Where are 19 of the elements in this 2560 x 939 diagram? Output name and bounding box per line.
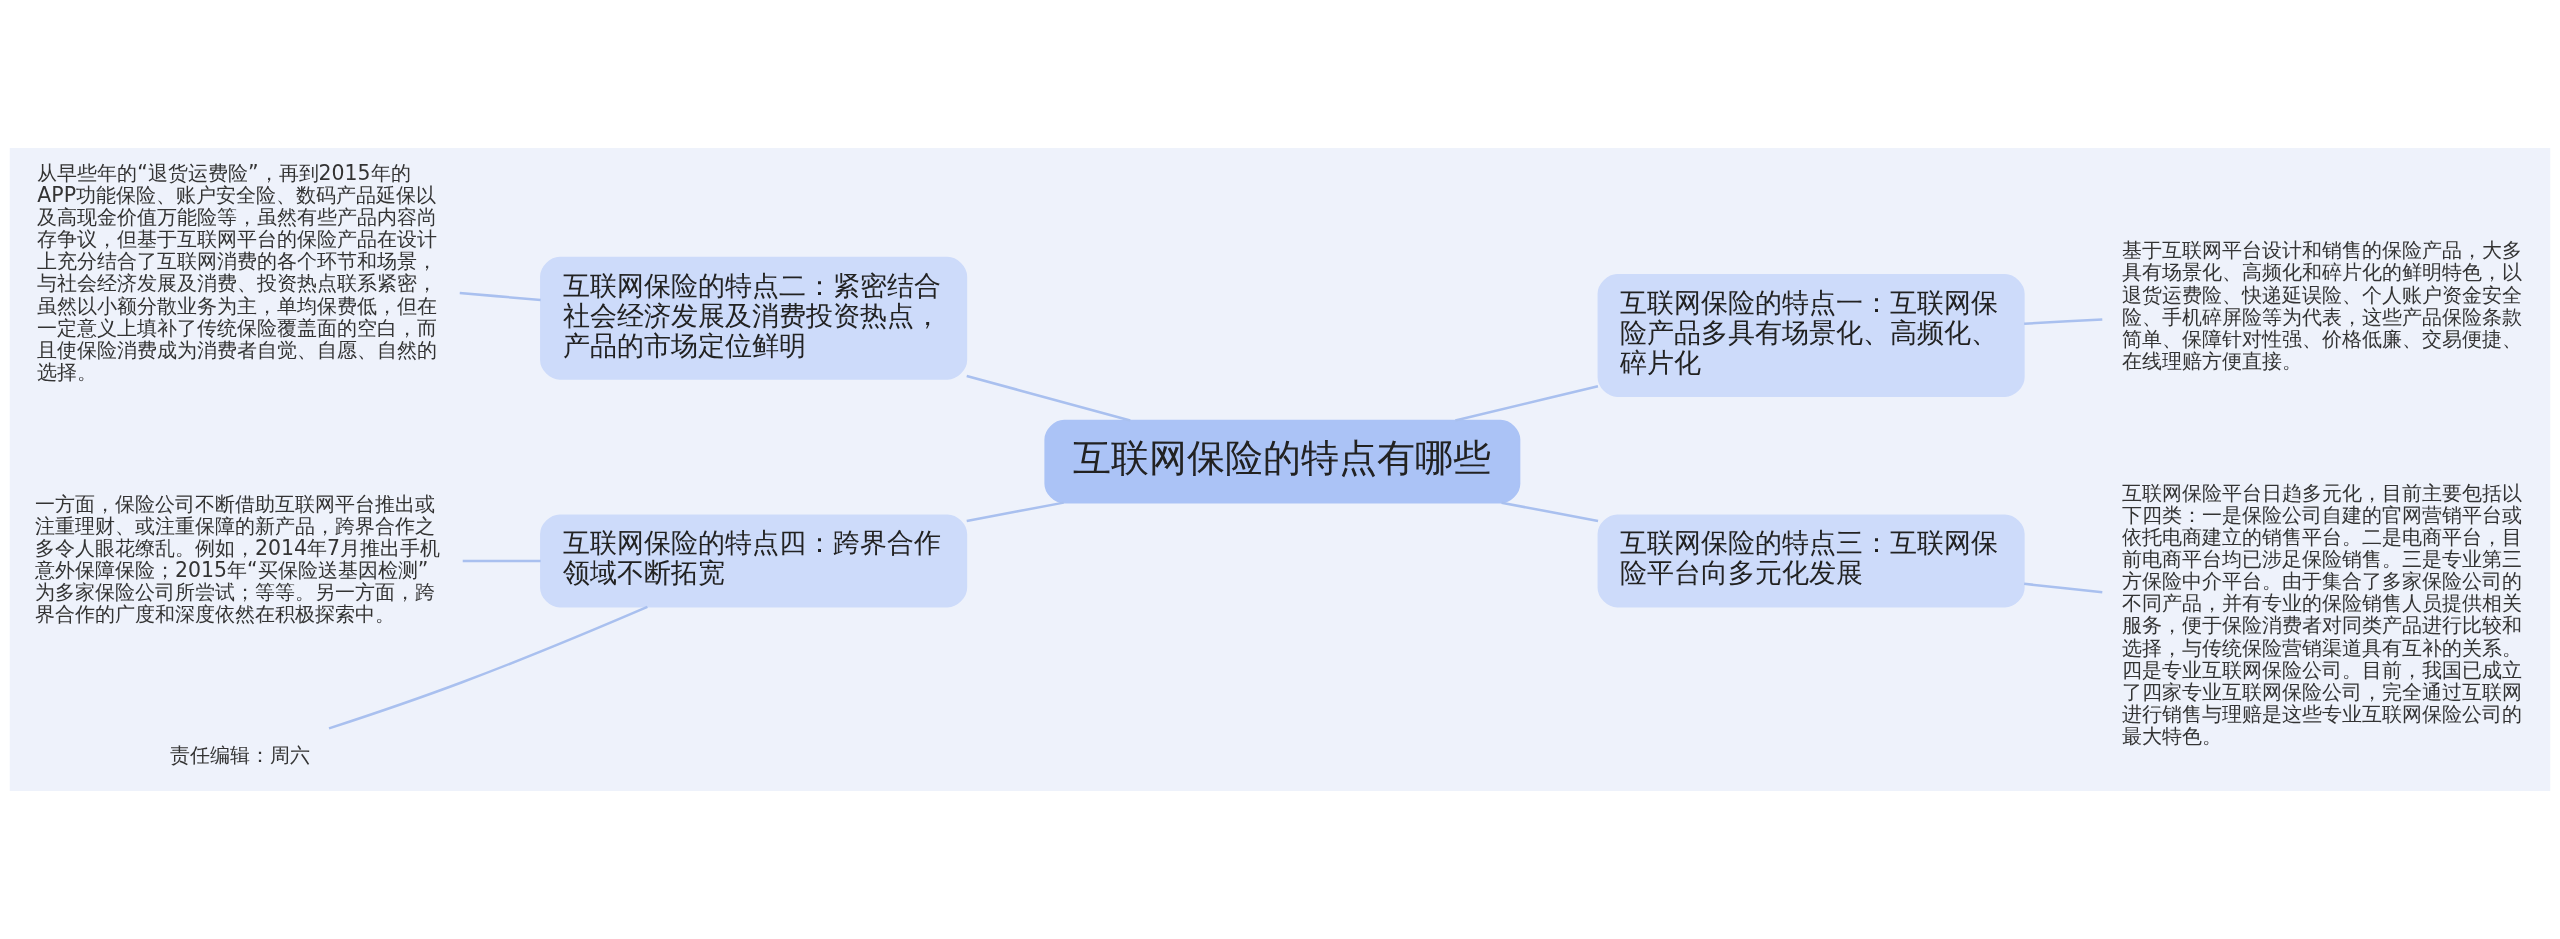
node-text: 一方面，保险公司不断借助互联网平台推出或注重理财、或注重保障的新产品，跨界合作之多令人眼花缭乱。例如，2014年7月推出手机意外保障保险；2015年“买保险送基因检测”为多家保险公司所尝试；等等。另一方面，跨界合作的广度和深度依然在积极探索中。 bbox=[34, 492, 441, 627]
connector bbox=[1455, 385, 1599, 422]
connector bbox=[462, 559, 541, 563]
node-box: 互联网保险的特点二：紧密结合社会经济发展及消费投资热点，产品的市场定位鲜明 bbox=[540, 256, 968, 380]
node-text: 互联网保险平台日趋多元化，目前主要包括以下四类：一是保险公司自建的官网营销平台或依托电商建立的销售平台。二是电商平台，目前电商平台均已涉足保险销售。三是专业第三方保险中介平台。由于集合了多家保险公司的不同产品，并有专业的保险销售人员提供相关服务，便于保险消费者对同类产品进行比较和选择，与传统保险营销渠道具有互补的关系。四是专业互联网保险公司。目前，我国已成立了四家专业互联网保险公司，完全通过互联网进行销售与理赔是这些专业互联网保险公司的最大特色。 bbox=[2121, 481, 2522, 748]
node-box: 互联网保险的特点三：互联网保险平台向多元化发展 bbox=[1597, 514, 2025, 608]
node-box: 互联网保险的特点四：跨界合作领域不断拓宽 bbox=[540, 514, 968, 608]
node-box: 互联网保险的特点一：互联网保险产品多具有场景化、高频化、碎片化 bbox=[1597, 274, 2025, 397]
node-box: 互联网保险的特点有哪些 bbox=[1044, 419, 1521, 504]
node-text: 基于互联网平台设计和销售的保险产品，大多具有场景化、高频化和碎片化的鲜明特色，以退货运费险、快递延误险、个人账户资金安全险、手机碎屏险等为代表，这些产品保险条款简单、保障针对性强、价格低廉、交易便捷、在线理赔方便直接。 bbox=[2121, 238, 2522, 373]
connector bbox=[2024, 318, 2103, 325]
node-text: 从早些年的“退货运费险”，再到2015年的APP功能保险、账户安全险、数码产品延保以及高现金价值万能险等，虽然有些产品内容尚存争议，但基于互联网平台的保险产品在设计上充分结合了互联网消费的各个环节和场景，与社会经济发展及消费、投资热点联系紧密，虽然以小额分散业务为主，单均保费低，但在一定意义上填补了传统保险覆盖面的空白，而且使保险消费成为消费者自觉、自愿、自然的选择。 bbox=[37, 161, 438, 384]
connector bbox=[459, 291, 541, 302]
connector bbox=[2024, 582, 2103, 594]
node-text: 责任编辑：周六 bbox=[169, 742, 310, 767]
connector bbox=[966, 501, 1064, 523]
connector bbox=[966, 374, 1131, 422]
connector bbox=[1501, 501, 1599, 523]
connector bbox=[328, 605, 648, 730]
